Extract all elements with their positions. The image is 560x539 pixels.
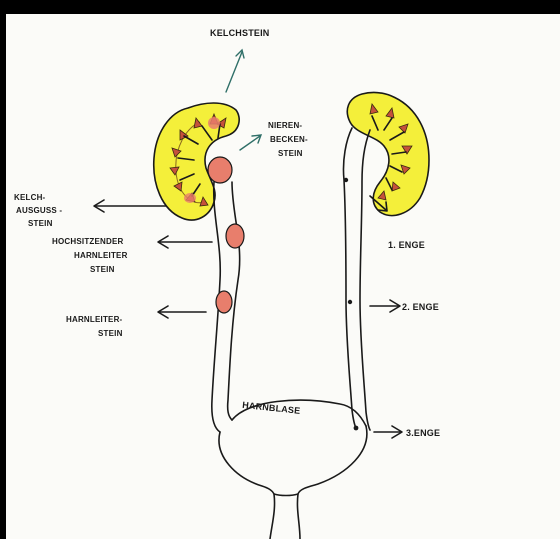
kelchstein-stone: [208, 117, 220, 129]
left-ureter: [212, 182, 244, 432]
label-harnleiterstein-2: STEIN: [98, 329, 123, 338]
label-enge1: 1. ENGE: [388, 240, 425, 250]
harnleiterstein: [216, 291, 232, 313]
label-kelchausguss-1: KELCH-: [14, 193, 46, 202]
label-kelchausguss-3: STEIN: [28, 219, 53, 228]
urinary-tract-diagram: KELCHSTEIN NIEREN- BECKEN- STEIN KELCH- …: [6, 14, 560, 539]
label-nierenbecken-2: BECKEN-: [270, 135, 308, 144]
hochsitzender-harnleiterstein: [226, 224, 244, 248]
kelchausguss-stone: [184, 193, 196, 203]
label-nierenbecken-3: STEIN: [278, 149, 303, 158]
label-harnblase: HARNBLASE: [242, 400, 301, 416]
nierenbeckenstein-stone: [208, 157, 232, 183]
label-kelchausguss-2: AUSGUSS -: [16, 206, 62, 215]
label-nierenbecken-1: NIEREN-: [268, 121, 302, 130]
bladder: [219, 400, 367, 539]
diagram-frame: KELCHSTEIN NIEREN- BECKEN- STEIN KELCH- …: [6, 14, 560, 539]
right-ureter: [343, 128, 370, 430]
enge3-marker: [354, 426, 359, 431]
enge1-marker: [344, 178, 348, 182]
label-enge2: 2. ENGE: [402, 302, 439, 312]
enge2-marker: [348, 300, 352, 304]
left-kidney: [154, 103, 239, 220]
right-kidney: [347, 92, 429, 215]
label-hochsitzender-2: HARNLEITER: [74, 251, 128, 260]
label-hochsitzender-3: STEIN: [90, 265, 115, 274]
label-kelchstein: KELCHSTEIN: [210, 28, 270, 38]
label-hochsitzender-1: HOCHSITZENDER: [52, 237, 124, 246]
label-harnleiterstein-1: HARNLEITER-: [66, 315, 123, 324]
label-enge3: 3.ENGE: [406, 428, 440, 438]
